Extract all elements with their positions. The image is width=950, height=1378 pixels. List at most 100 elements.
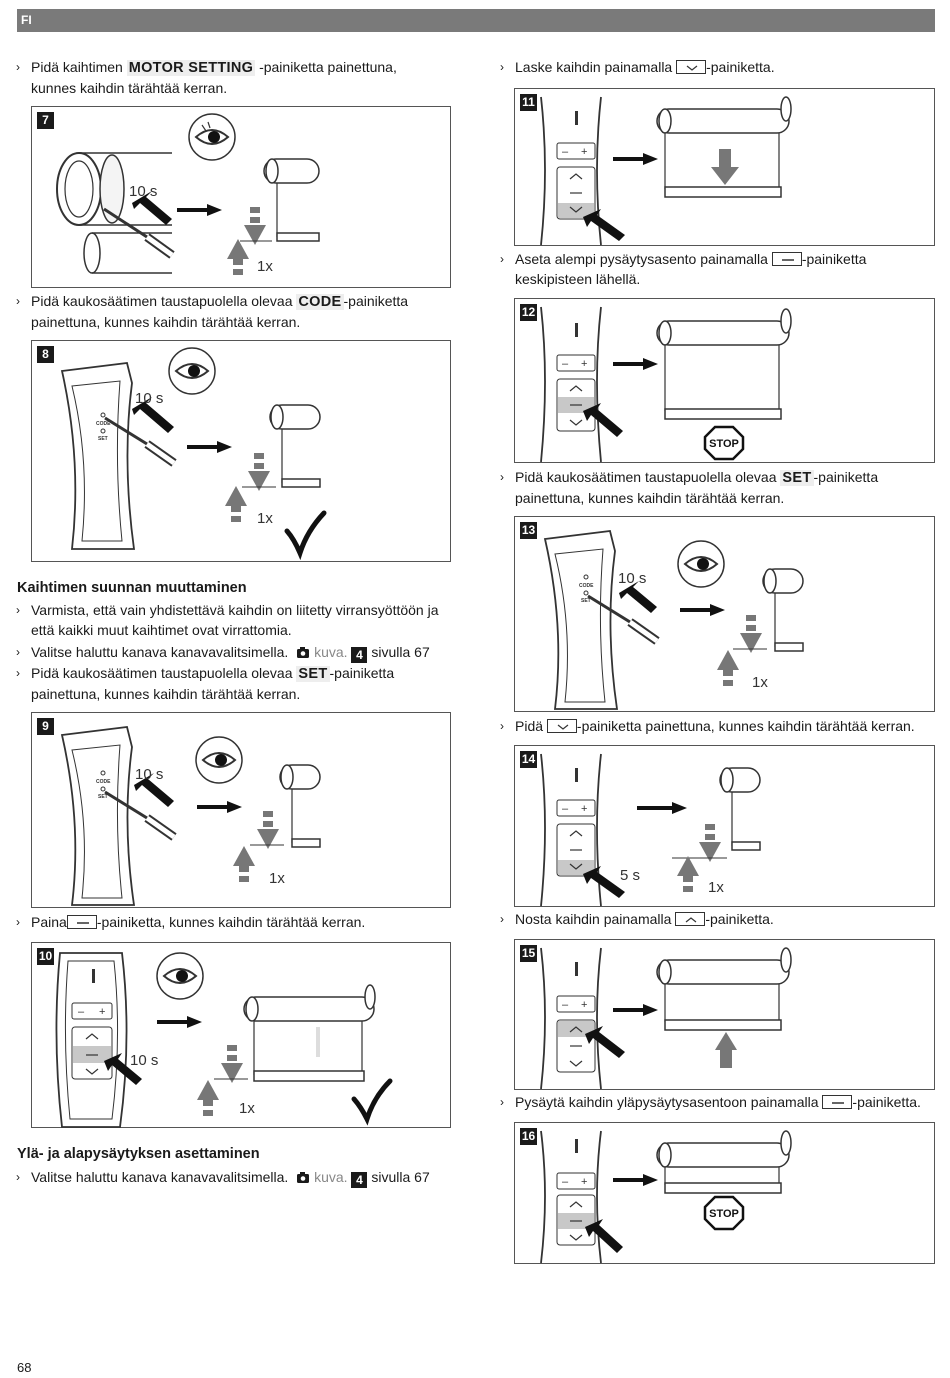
figure-number: 12	[520, 304, 537, 321]
figure-9-illustration: CODE SET 10 s 1x	[60, 726, 321, 906]
text: Valitse haluttu kanava kanavavalitsimell…	[31, 644, 289, 660]
instruction-select-channel: › Valitse haluttu kanava kanavavalitsime…	[16, 644, 430, 663]
figure-16: – + STOP 16	[514, 1122, 935, 1264]
figure-reference-link[interactable]: kuva.	[314, 1169, 348, 1185]
figure-10-illustration: – + 10 s 1x	[55, 952, 393, 1128]
figure-number: 11	[520, 94, 537, 111]
stop-label: STOP	[709, 438, 739, 450]
hold-time-label: 5 s	[620, 867, 640, 884]
vibration-count: 1x	[752, 674, 768, 691]
figure-number: 16	[520, 1128, 537, 1145]
text: -painiketta.	[706, 59, 775, 75]
stop-sign-icon	[703, 1195, 745, 1231]
instruction-set-button: › Pidä kaukosäätimen taustapuolella olev…	[16, 665, 395, 702]
hold-time-label: 10 s	[135, 390, 163, 407]
set-label: SET	[98, 436, 108, 442]
down-button-symbol	[676, 60, 707, 74]
text: Pidä kaukosäätimen taustapuolella olevaa	[515, 469, 781, 485]
text: Pidä kaukosäätimen taustapuolella olevaa	[31, 293, 297, 309]
figure-number: 9	[37, 718, 54, 735]
stop-button-symbol	[822, 1095, 853, 1109]
figure-11-illustration: – +	[540, 96, 792, 246]
text: että kaikki muut kaihtimet ovat virratto…	[31, 621, 292, 638]
text: Pidä	[515, 718, 544, 734]
text: sivulla 67	[371, 644, 430, 660]
code-keyword: CODE	[296, 294, 344, 310]
hold-time-label: 10 s	[135, 766, 163, 783]
figure-8: CODE SET 10 s 1x 8	[31, 340, 451, 562]
language-header: FI	[17, 9, 935, 32]
instruction-raise-blind: › Nosta kaihdin painamalla -painiketta.	[500, 911, 774, 927]
instruction-lower-blind: › Laske kaihdin painamalla -painiketta.	[500, 59, 775, 75]
vibration-count: 1x	[708, 879, 724, 896]
text: Valitse haluttu kanava kanavavalitsimell…	[31, 1169, 289, 1185]
text: Pidä kaukosäätimen taustapuolella olevaa	[31, 665, 297, 681]
text: -painiketta	[813, 469, 879, 485]
figure-15-illustration: – +	[540, 947, 792, 1090]
figure-number: 7	[37, 112, 54, 129]
text: Nosta kaihdin painamalla	[515, 911, 672, 927]
figure-13-illustration: CODE SET 10 s 1x	[543, 530, 804, 710]
language-label: FI	[21, 13, 32, 27]
instruction-motor-setting: › Pidä kaihtimen MOTOR SETTING -painiket…	[16, 59, 397, 96]
figure-number: 10	[37, 948, 54, 965]
figure-number: 14	[520, 751, 537, 768]
text: Laske kaihdin painamalla	[515, 59, 673, 75]
text: Pysäytä kaihdin yläpysäytysasentoon pain…	[515, 1094, 819, 1110]
figure-13: CODE SET 10 s 1x 13	[514, 516, 935, 712]
svg-text:+: +	[99, 1006, 105, 1018]
text: painettuna, kunnes kaihdin tärähtää kerr…	[31, 313, 301, 330]
stop-button-symbol	[771, 252, 802, 266]
text: -painiketta	[343, 293, 409, 309]
stop-button-symbol	[66, 915, 97, 929]
text: -painiketta	[329, 665, 395, 681]
stop-sign-icon	[703, 425, 745, 461]
set-label: SET	[581, 598, 591, 604]
figure-8-illustration: CODE SET 10 s 1x	[60, 347, 327, 561]
figure-7-illustration: 10 s 1x	[56, 113, 320, 275]
figure-7: 10 s 1x 7	[31, 106, 451, 288]
svg-text:+: +	[581, 999, 587, 1011]
section-heading-direction: Kaihtimen suunnan muuttaminen	[17, 580, 247, 596]
code-label: CODE	[96, 779, 111, 785]
text: Varmista, että vain yhdistettävä kaihdin…	[31, 602, 439, 618]
text: -painiketta.	[852, 1094, 921, 1110]
set-keyword: SET	[296, 666, 330, 682]
figure-reference-link[interactable]: kuva.	[314, 644, 348, 660]
figure-number-badge: 4	[351, 647, 368, 663]
svg-text:+: +	[581, 803, 587, 815]
text: painettuna, kunnes kaihdin tärähtää kerr…	[515, 489, 785, 506]
text: Paina	[31, 914, 67, 930]
figure-number-badge: 4	[351, 1172, 368, 1188]
vibration-count: 1x	[257, 258, 273, 275]
set-label: SET	[98, 794, 108, 800]
figure-11: – + 11	[514, 88, 935, 246]
figure-number: 8	[37, 346, 54, 363]
instruction-select-channel-2: › Valitse haluttu kanava kanavavalitsime…	[16, 1169, 430, 1188]
svg-text:–: –	[562, 999, 569, 1011]
text: -painiketta, kunnes kaihdin tärähtää ker…	[96, 914, 366, 930]
svg-text:+: +	[581, 358, 587, 370]
text: -painiketta painettuna, kunnes kaihdin t…	[576, 718, 915, 734]
camera-icon	[297, 647, 310, 658]
svg-text:–: –	[78, 1006, 85, 1018]
figure-12: – + STOP 12	[514, 298, 935, 463]
code-label: CODE	[579, 583, 594, 589]
figure-14-illustration: – + 5 s 1x	[540, 753, 761, 907]
svg-text:+: +	[581, 1176, 587, 1188]
text: -painiketta.	[705, 911, 774, 927]
instruction-upper-limit: › Pysäytä kaihdin yläpysäytysasentoon pa…	[500, 1094, 921, 1110]
hold-time-label: 10 s	[130, 1052, 158, 1069]
instruction-hold-down: › Pidä -painiketta painettuna, kunnes ka…	[500, 718, 915, 734]
instruction-verify-power: › Varmista, että vain yhdistettävä kaihd…	[16, 602, 439, 638]
code-label: CODE	[96, 421, 111, 427]
svg-text:–: –	[562, 803, 569, 815]
camera-icon	[297, 1172, 310, 1183]
instruction-lower-limit: › Aseta alempi pysäytysasento painamalla…	[500, 251, 867, 287]
svg-text:–: –	[562, 358, 569, 370]
text: painettuna, kunnes kaihdin tärähtää kerr…	[31, 685, 301, 702]
checkmark-icon	[284, 510, 327, 561]
instruction-code: › Pidä kaukosäätimen taustapuolella olev…	[16, 293, 409, 330]
text: -painiketta painettuna,	[255, 59, 397, 75]
svg-text:+: +	[581, 146, 587, 158]
